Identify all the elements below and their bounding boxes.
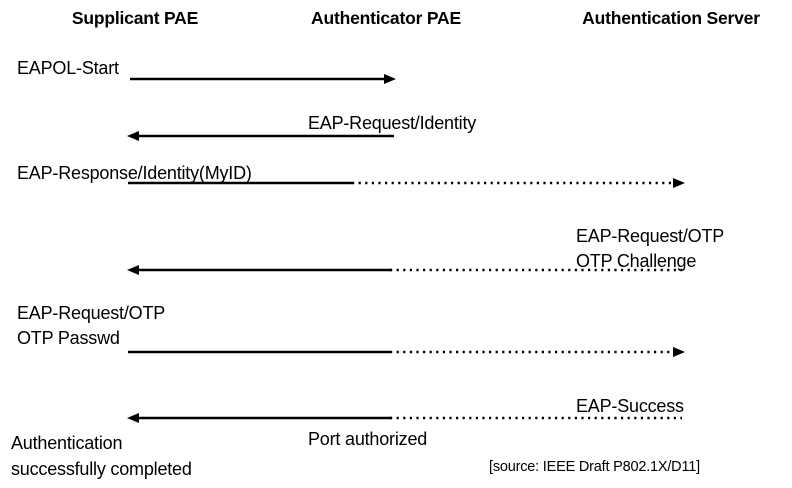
note-port-authorized: Port authorized [308, 429, 428, 449]
arrow-eapol-start [130, 74, 396, 84]
arrowhead-right [384, 74, 396, 84]
arrowhead-right [673, 347, 685, 357]
arrowhead-left [127, 413, 139, 423]
message-label-eap-request-otp-challenge-line1: EAP-Request/OTP [576, 226, 725, 246]
column-header-authentication-server: Authentication Server [582, 8, 760, 28]
source-attribution: [source: IEEE Draft P802.1X/D11] [489, 459, 700, 475]
arrow-eap-request-otp-passwd [128, 347, 685, 357]
note-authentication-complete-line1: Authentication [11, 433, 123, 453]
message-label-eap-success: EAP-Success [576, 396, 684, 416]
arrowhead-right [673, 178, 685, 188]
note-authentication-complete-line2: successfully completed [11, 459, 192, 479]
message-label-eap-response-identity: EAP-Response/Identity(MyID) [17, 163, 252, 183]
arrowhead-left [127, 265, 139, 275]
column-header-supplicant-pae: Supplicant PAE [71, 8, 199, 28]
message-label-eap-request-otp-challenge-line2: OTP Challenge [576, 251, 697, 271]
message-label-eap-request-otp-passwd-line2: OTP Passwd [17, 328, 120, 348]
message-label-eap-request-identity: EAP-Request/Identity [307, 113, 477, 133]
message-label-eapol-start: EAPOL-Start [17, 58, 119, 78]
arrowhead-left [127, 131, 139, 141]
message-label-eap-request-otp-passwd-line1: EAP-Request/OTP [17, 303, 166, 323]
column-header-authenticator-pae: Authenticator PAE [311, 8, 461, 28]
